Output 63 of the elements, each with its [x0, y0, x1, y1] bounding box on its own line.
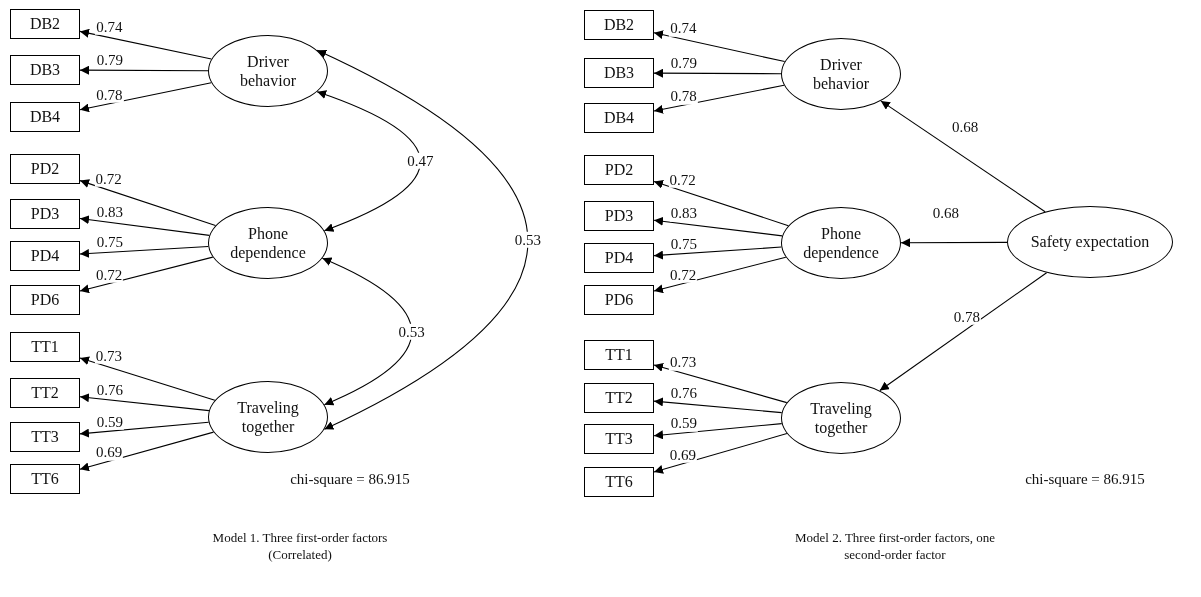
edge-label: 0.75: [95, 234, 125, 251]
arrow: [79, 179, 217, 227]
indicator-box: PD6: [10, 285, 80, 315]
arrow: [79, 421, 210, 438]
indicator-box: PD2: [10, 154, 80, 184]
arrow: [900, 238, 1008, 248]
caption: Model 2. Three first-order factors, one second-order factor: [793, 530, 997, 564]
factor-ellipse: Phone dependence: [781, 207, 901, 279]
fit-statistic: chi-square = 86.915: [289, 470, 411, 489]
arrow: [79, 431, 215, 472]
arrow: [653, 216, 783, 237]
arrow: [879, 272, 1048, 392]
factor-ellipse: Driver behavior: [208, 35, 328, 107]
indicator-box: TT2: [584, 383, 654, 413]
edge-label: 0.47: [406, 152, 435, 169]
arrow: [79, 393, 210, 412]
indicator-box: PD3: [584, 201, 654, 231]
indicator-box: PD4: [10, 241, 80, 271]
edge-label: 0.83: [669, 205, 698, 222]
arrow: [653, 246, 782, 260]
arrow: [653, 423, 783, 440]
arrow: [653, 397, 783, 414]
indicator-box: TT1: [584, 340, 654, 370]
arrow: [79, 65, 209, 75]
arrow: [653, 68, 782, 78]
indicator-box: TT3: [10, 422, 80, 452]
indicator-box: PD6: [584, 285, 654, 315]
arrow: [653, 30, 786, 63]
fit-statistic: chi-square = 86.915: [1024, 470, 1146, 489]
arrow: [79, 28, 212, 60]
factor-ellipse: Driver behavior: [781, 38, 901, 110]
arrow: [653, 180, 789, 227]
caption: Model 1. Three first-order factors (Correlated): [211, 530, 389, 564]
indicator-box: DB2: [10, 9, 80, 39]
correlation-arrow: [316, 90, 421, 232]
factor-ellipse: Traveling together: [208, 381, 328, 453]
indicator-box: TT6: [10, 464, 80, 494]
indicator-box: DB4: [10, 102, 80, 132]
indicator-box: DB3: [584, 58, 654, 88]
arrow: [79, 82, 212, 113]
indicator-box: DB2: [584, 10, 654, 40]
arrow: [79, 215, 210, 236]
indicator-box: DB3: [10, 55, 80, 85]
edge-label: 0.74: [669, 20, 698, 37]
indicator-box: TT2: [10, 378, 80, 408]
indicator-box: TT3: [584, 424, 654, 454]
arrow: [79, 356, 216, 401]
factor-ellipse: Traveling together: [781, 382, 901, 454]
edge-label: 0.53: [513, 231, 542, 249]
indicator-box: PD3: [10, 199, 80, 229]
arrow: [880, 100, 1046, 213]
edge-label: 0.53: [397, 323, 426, 340]
correlation-arrow: [316, 49, 529, 430]
indicator-box: TT6: [584, 467, 654, 497]
factor-ellipse: Phone dependence: [208, 207, 328, 279]
arrow: [79, 245, 209, 258]
edge-label: 0.69: [94, 444, 124, 461]
indicator-box: PD2: [584, 155, 654, 185]
factor-ellipse: Safety expectation: [1007, 206, 1173, 278]
indicator-box: PD4: [584, 243, 654, 273]
arrow: [653, 84, 785, 114]
indicator-box: TT1: [10, 332, 80, 362]
indicator-box: DB4: [584, 103, 654, 133]
